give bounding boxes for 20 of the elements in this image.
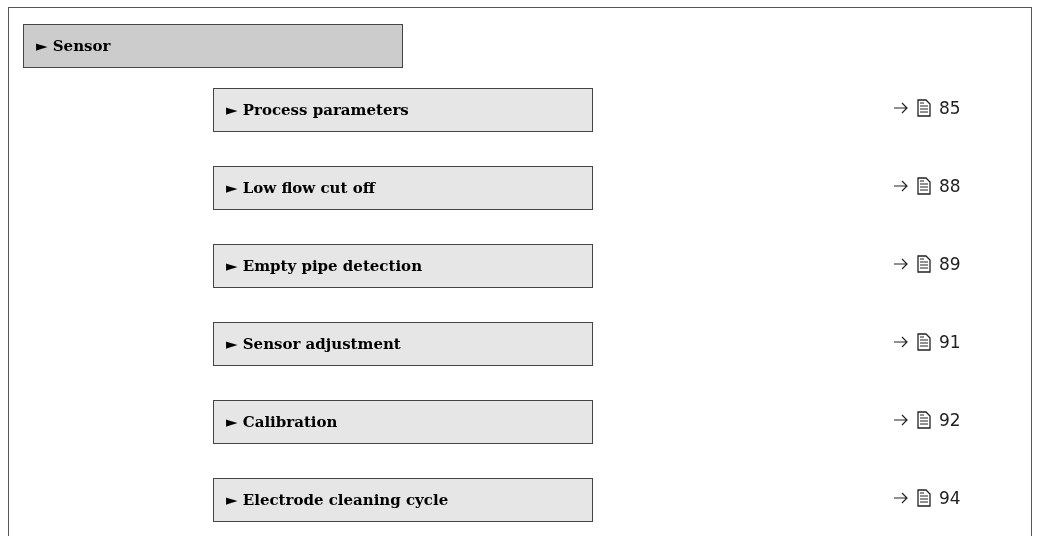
menu-label: ► Process parameters bbox=[226, 101, 409, 119]
submenu-box bbox=[213, 244, 593, 288]
submenu-box bbox=[213, 400, 593, 444]
submenu-box bbox=[213, 166, 593, 210]
page-reference: 85 bbox=[939, 98, 961, 118]
menu-label: ► Sensor bbox=[36, 37, 111, 55]
submenu-box bbox=[213, 322, 593, 366]
page-reference: 91 bbox=[939, 332, 961, 352]
menu-label: ► Electrode cleaning cycle bbox=[226, 491, 449, 509]
page-reference: 92 bbox=[939, 410, 961, 430]
submenu-box bbox=[213, 88, 593, 132]
page-reference: 94 bbox=[939, 488, 961, 508]
menu-label: ► Low flow cut off bbox=[226, 179, 375, 197]
submenu-box bbox=[213, 478, 593, 522]
menu-label: ► Calibration bbox=[226, 413, 338, 431]
menu-header-box bbox=[23, 24, 403, 68]
menu-label: ► Sensor adjustment bbox=[226, 335, 401, 353]
page-reference: 88 bbox=[939, 176, 961, 196]
page-reference: 89 bbox=[939, 254, 961, 274]
menu-label: ► Empty pipe detection bbox=[226, 257, 423, 275]
